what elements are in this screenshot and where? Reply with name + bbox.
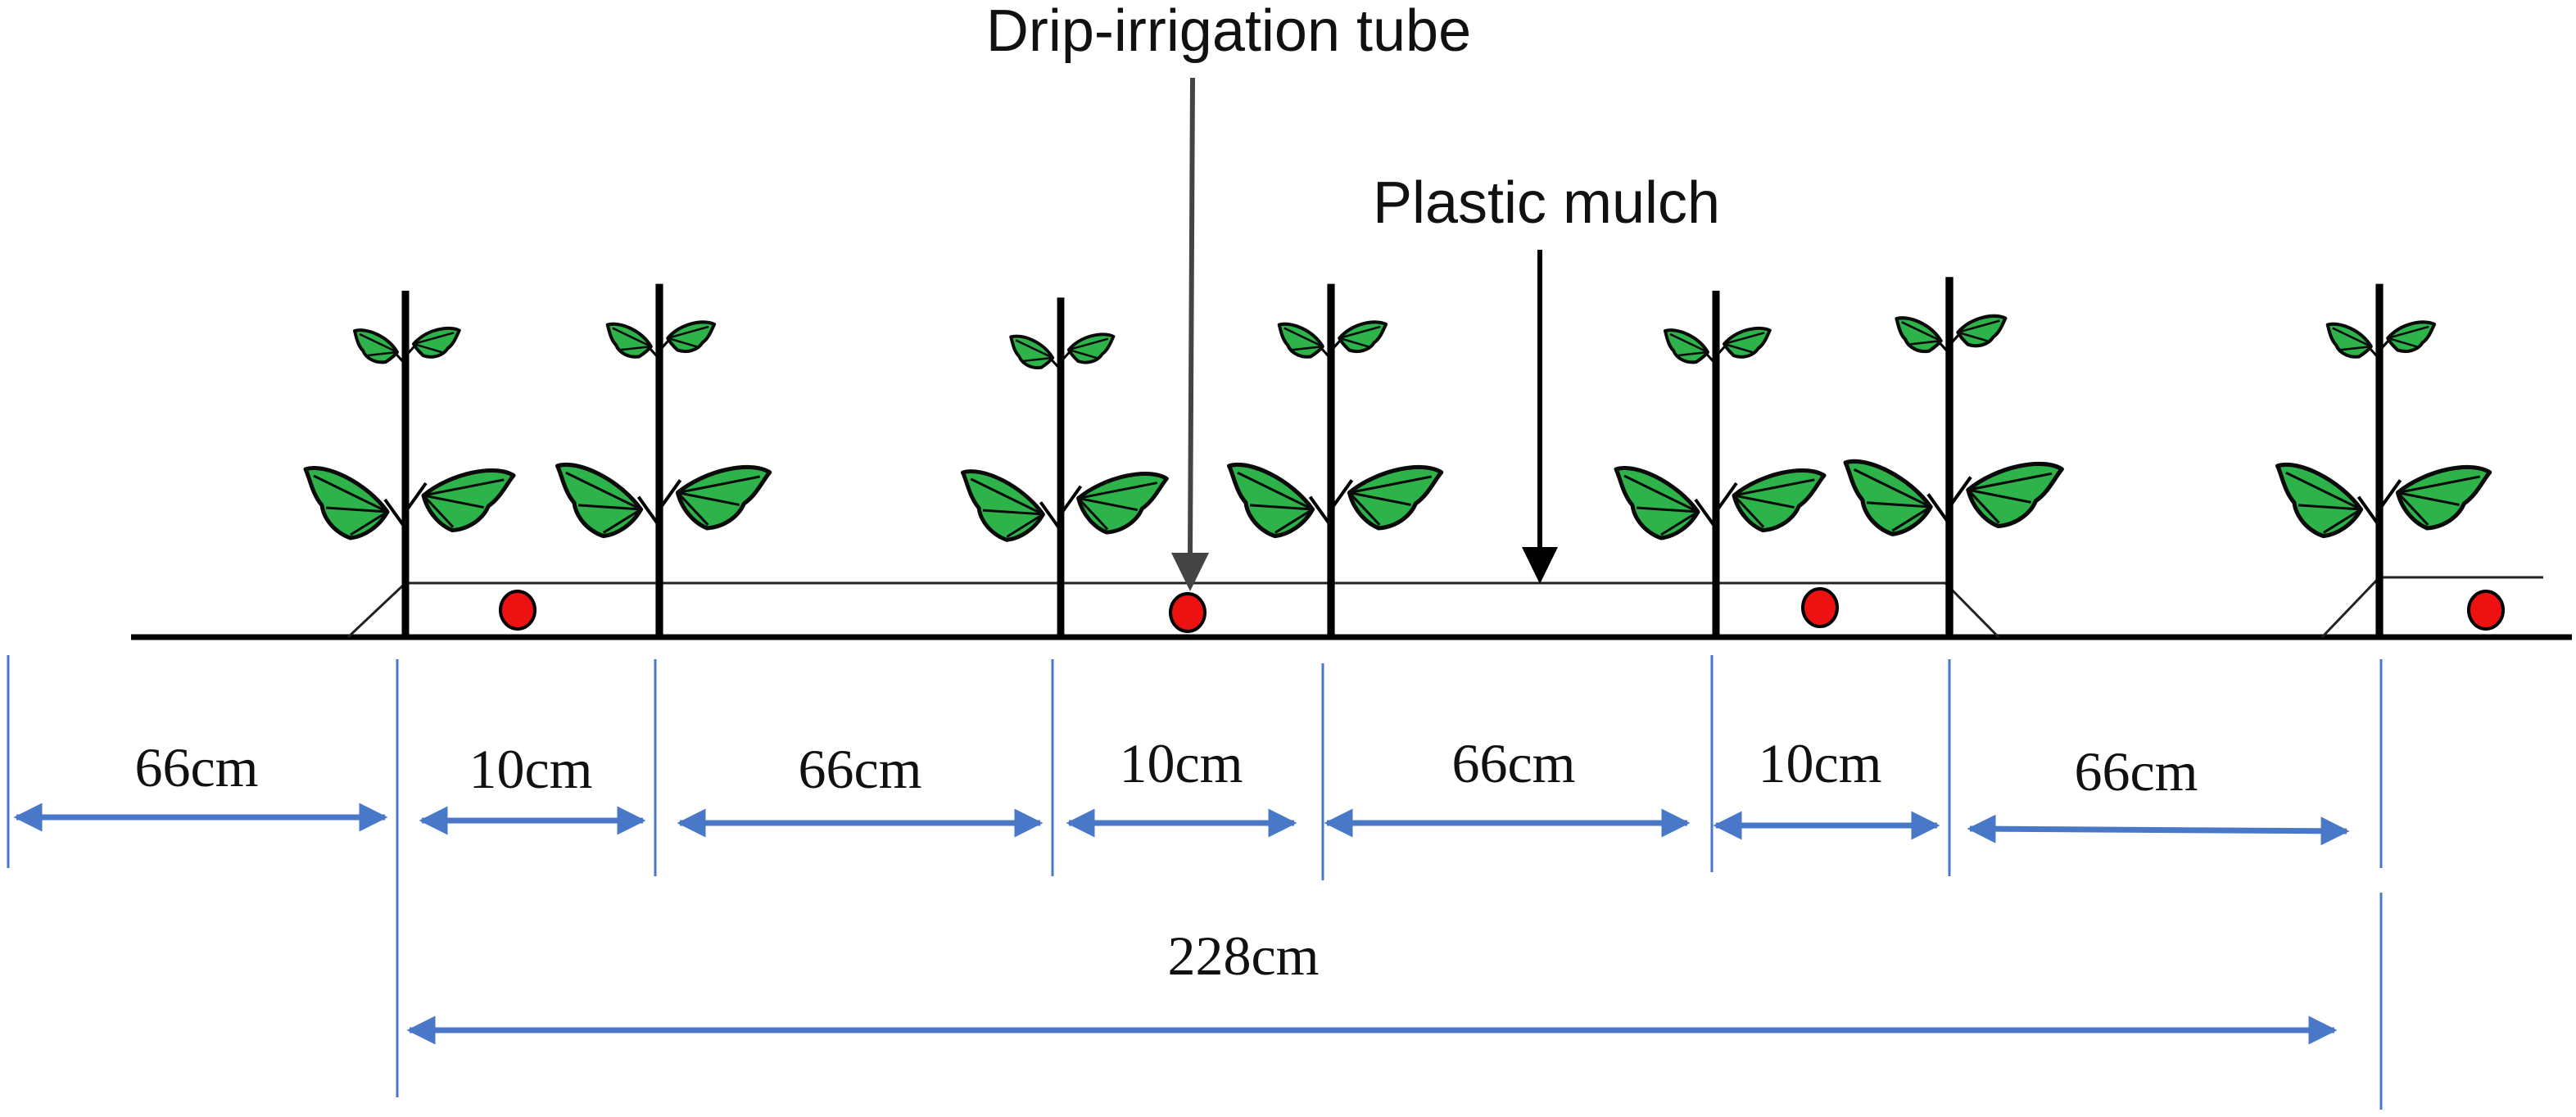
drip-emitter-icon — [1169, 592, 1207, 633]
plastic-mulch-film — [346, 576, 2543, 639]
plastic-mulch-label: Plastic mulch — [1373, 170, 1720, 236]
dimension-guides — [7, 655, 2383, 1110]
drip-emitter-icon — [1801, 587, 1839, 628]
dimension-label-narrow-2: 10cm — [1119, 732, 1243, 794]
plastic-mulch-arrowhead — [1522, 547, 1558, 584]
dimension-label-wide-4: 66cm — [2074, 740, 2198, 803]
dimension-label-wide-1: 66cm — [134, 736, 258, 798]
cotton-plant-icon — [1845, 277, 2062, 635]
dimension-label-wide-2: 66cm — [798, 738, 921, 800]
drip-emitter-icon — [2467, 590, 2505, 631]
dimension-label-wide-3: 66cm — [1451, 732, 1575, 794]
drip-tube-label: Drip-irrigation tube — [986, 0, 1471, 64]
drip-emitter-icon — [499, 590, 536, 631]
drip-tube-pointer — [1188, 77, 1195, 558]
dimension-label-total: 228cm — [1167, 925, 1319, 987]
drip-tube-arrowhead — [1171, 553, 1209, 591]
dimension-arrows — [13, 803, 2350, 1045]
cotton-plant-icon — [2278, 284, 2491, 635]
dimension-label-narrow-3: 10cm — [1758, 732, 1881, 794]
dimension-label-narrow-1: 10cm — [469, 738, 592, 800]
